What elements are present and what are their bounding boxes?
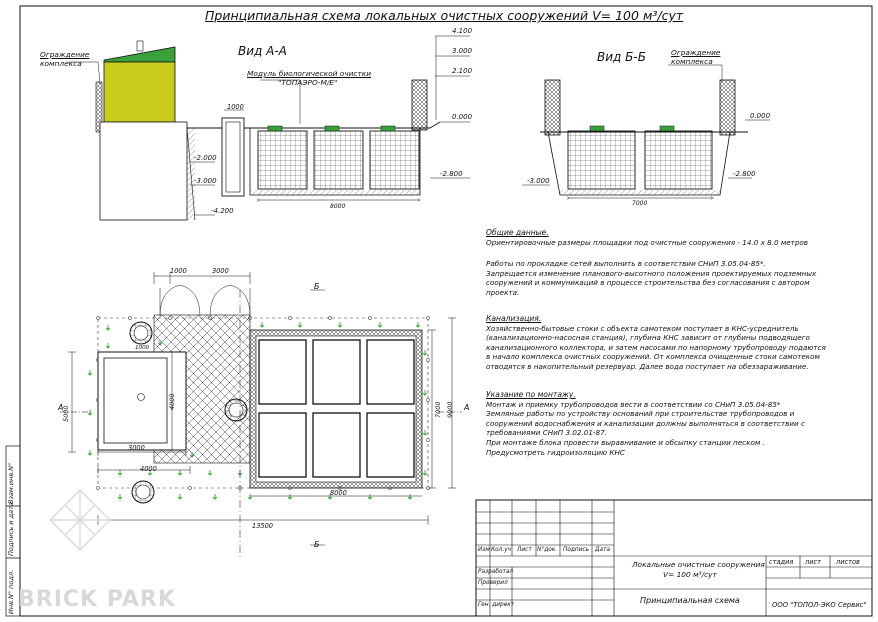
elev-m3000-aa: -3.000 <box>194 177 217 185</box>
plan-dim-7000: 7000 <box>434 401 442 418</box>
plan-dim-3000-top: 3000 <box>212 267 229 275</box>
stamp-col-doc: N°док. <box>537 547 558 553</box>
stamp-col-date: Дата <box>595 547 611 553</box>
general-line <box>486 247 858 259</box>
side-stamp <box>5 445 21 617</box>
general-header: Общие данные. <box>486 228 549 237</box>
sewer-line: (канализационно-насосная станция), глуби… <box>486 333 810 343</box>
sewer-line: отводятся в накопительный резервуар. Дал… <box>486 361 809 371</box>
title-block <box>475 499 873 617</box>
elev-4100: 4.100 <box>452 27 473 35</box>
install-line: Предусмотреть гидроизоляцию КНС <box>486 447 625 457</box>
install-line: сооружений водоснабжения и канализации д… <box>486 418 805 428</box>
elev-m2800-aa: -2.800 <box>440 170 463 178</box>
elev-2100: 2.100 <box>452 67 473 75</box>
stamp-row-checker: Проверил <box>478 580 508 586</box>
elev-m2000: -2.000 <box>194 154 217 162</box>
stamp-stage: стадия <box>769 558 794 566</box>
sewer-notes: Канализация. Хозяйственно-бытовые стоки … <box>486 314 858 372</box>
plan-view <box>60 272 462 560</box>
plan-dim-8000: 8000 <box>330 489 347 497</box>
elev-m3000-bb: -3.000 <box>527 177 550 185</box>
bb-fence-label-2: комплекса <box>671 57 713 66</box>
section-b-top: Б <box>314 282 320 291</box>
plan-dim-4000-bottom: 4000 <box>140 465 157 473</box>
dim-7000-bb: 7000 <box>632 200 648 207</box>
sewer-line: канализационного коллектора, и затем нас… <box>486 342 826 352</box>
general-line: Работы по прокладке сетей выполнить в со… <box>486 259 766 269</box>
general-notes: Общие данные. Ориентировочные размеры пл… <box>486 228 858 298</box>
aa-fence-label-1: Ограждение <box>40 50 90 59</box>
stamp-col-list: Лист <box>517 547 532 553</box>
plan-dim-4000-house: 4000 <box>168 393 176 410</box>
view-bb <box>522 64 770 198</box>
aa-fence-label-2: комплекса <box>40 59 82 68</box>
view-aa-title: Вид А-А <box>238 44 287 58</box>
stamp-project-2: V= 100 м³/сут <box>663 570 717 579</box>
stamp-project-1: Локальные очистные сооружения <box>632 560 765 569</box>
general-line: проекта. <box>486 287 520 297</box>
stamp-row-director: Ген. директ <box>478 602 515 608</box>
general-line: Ориентировочные размеры площадки под очи… <box>486 237 809 247</box>
drawing-title: Принципиальная схема локальных очистных … <box>205 8 684 23</box>
watermark-logo <box>49 489 111 551</box>
elev-3000: 3.000 <box>452 47 473 55</box>
module-label-2: "ТОПАЭРО-М/Е" <box>278 78 338 87</box>
install-line: Монтаж и приемку трубопроводов вести в с… <box>486 399 781 409</box>
plan-dim-3000-house: 3000 <box>128 444 145 452</box>
side-stamp-signature: Подпись и дата <box>7 502 15 556</box>
stamp-sheet-title: Принципиальная схема <box>640 596 740 605</box>
dim-8000-aa: 8000 <box>330 203 346 210</box>
sewer-line: Хозяйственно-бытовые стоки с объекта сам… <box>486 323 799 333</box>
sewer-header: Канализация. <box>486 314 542 323</box>
plan-dim-1000-top: 1000 <box>170 267 187 275</box>
dim-1000-aa: 1000 <box>227 103 244 111</box>
view-aa <box>68 35 470 221</box>
general-line: сооружений и коммуникаций в процессе стр… <box>486 278 810 288</box>
bb-fence-label-1: Ограждение <box>671 48 721 57</box>
plan-dim-1000-kns: 1000 <box>135 345 150 351</box>
elev-0000-bb: 0.000 <box>750 112 771 120</box>
install-header: Указание по монтажу. <box>486 390 576 399</box>
stamp-col-sign: Подпись <box>563 547 590 553</box>
watermark-text: BRICK PARK <box>18 587 176 612</box>
side-stamp-replace: Взам.инв.N° <box>7 462 15 504</box>
stamp-col-kolych: Кол.уч <box>491 547 512 553</box>
section-a-left: А <box>58 403 64 412</box>
stamp-col-izm: Изм <box>478 547 490 553</box>
general-line: Запрещается изменение планового-высотног… <box>486 268 817 278</box>
stamp-sheets: листов <box>836 558 860 566</box>
plan-dim-9000: 9000 <box>446 401 454 418</box>
stamp-company: ООО "ТОПОЛ-ЭКО Сервис" <box>772 601 867 609</box>
section-b-bottom: Б <box>314 540 320 549</box>
stamp-row-developer: Разработал <box>478 569 514 575</box>
install-line: требованиями СНиП 3.02.01-87. <box>486 428 607 438</box>
view-bb-title: Вид Б-Б <box>597 50 646 64</box>
plan-dim-13500: 13500 <box>252 522 273 530</box>
install-notes: Указание по монтажу. Монтаж и приемку тр… <box>486 390 858 457</box>
sewer-line: в начало комплекса очистных сооружений. … <box>486 352 820 362</box>
elev-0000-aa: 0.000 <box>452 113 473 121</box>
install-line: При монтаже блока провести выравнивание … <box>486 437 765 447</box>
elev-m4200: -4.200 <box>211 207 234 215</box>
install-line: Земляные работы по устройству оснований … <box>486 409 795 419</box>
stamp-sheet: лист <box>805 558 821 566</box>
side-stamp-inv: Инв.N° подл. <box>7 569 15 614</box>
section-a-right: А <box>464 403 470 412</box>
module-label-1: Модуль биологической очистки <box>247 69 372 78</box>
elev-m2800-bb: -2.800 <box>733 170 756 178</box>
